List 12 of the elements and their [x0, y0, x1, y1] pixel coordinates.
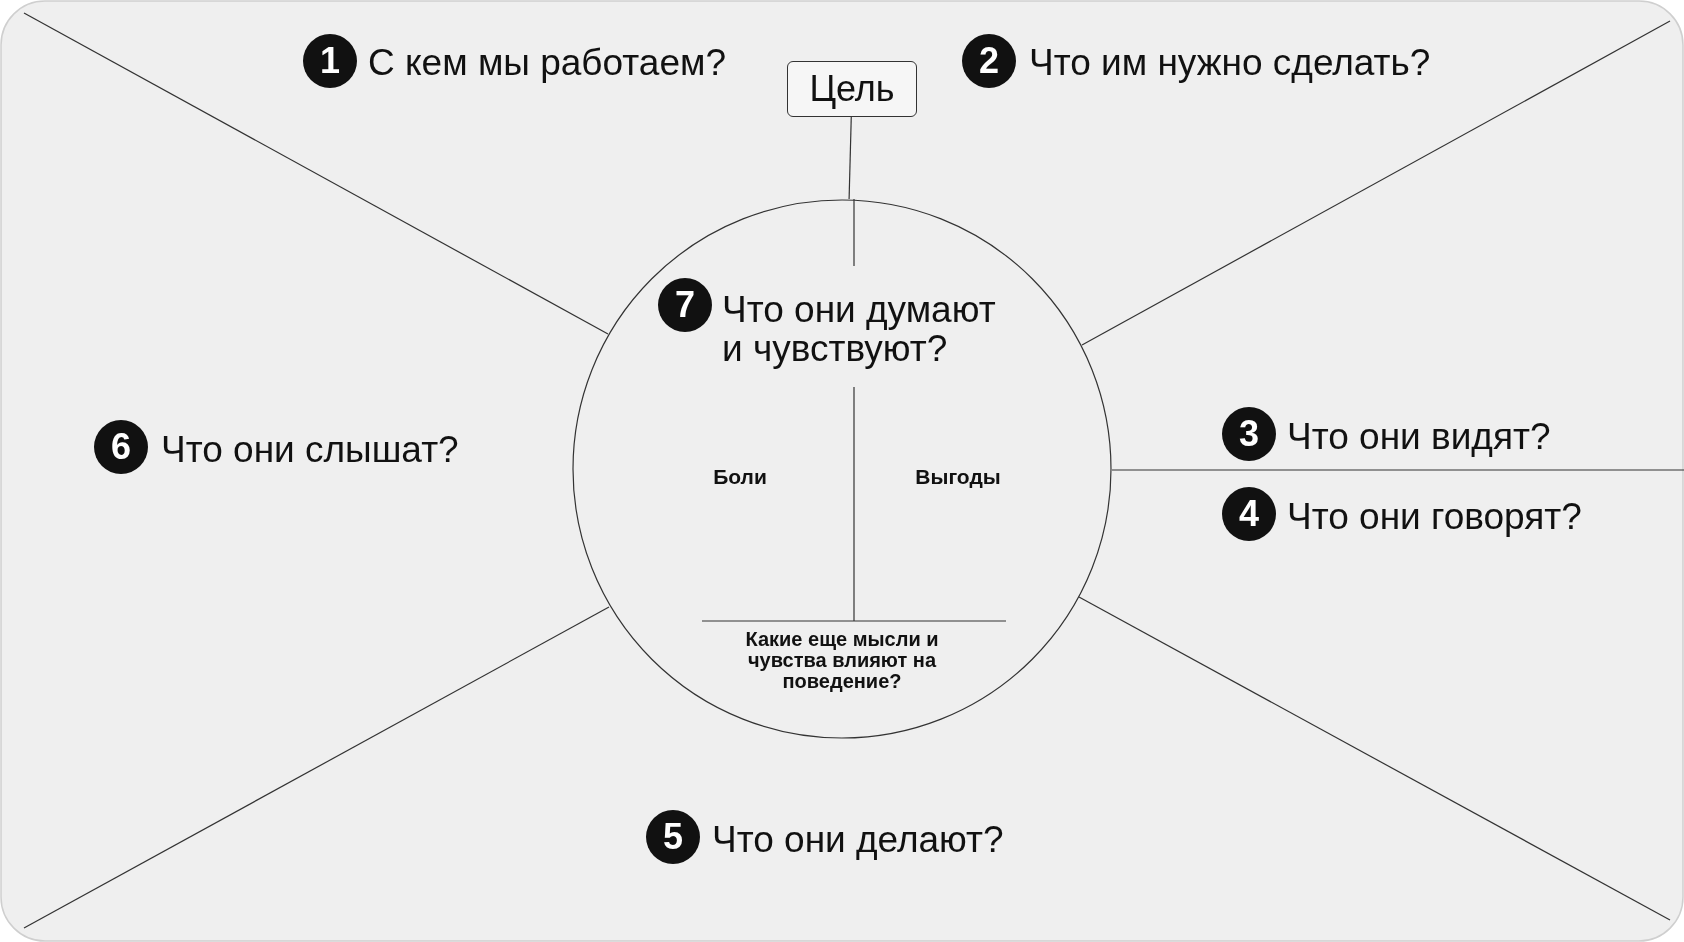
question-text: Что им нужно сделать? — [1029, 44, 1431, 81]
section-question: Какие еще мысли и чувства влияют на поведение? — [744, 629, 940, 692]
question-text: Что они делают? — [712, 821, 1004, 858]
question-text: Что они слышат? — [161, 431, 459, 468]
question-text: С кем мы работаем? — [368, 44, 727, 81]
question-text: Что они говорят? — [1287, 498, 1582, 535]
section-label: Боли — [712, 466, 768, 489]
connector-line — [848, 116, 852, 200]
question-text: Что они видят? — [1287, 418, 1551, 455]
section-label: Выгоды — [914, 466, 1002, 489]
section-heading: Что они думают и чувствуют? — [722, 291, 997, 369]
goal-box: Цель — [787, 61, 917, 117]
